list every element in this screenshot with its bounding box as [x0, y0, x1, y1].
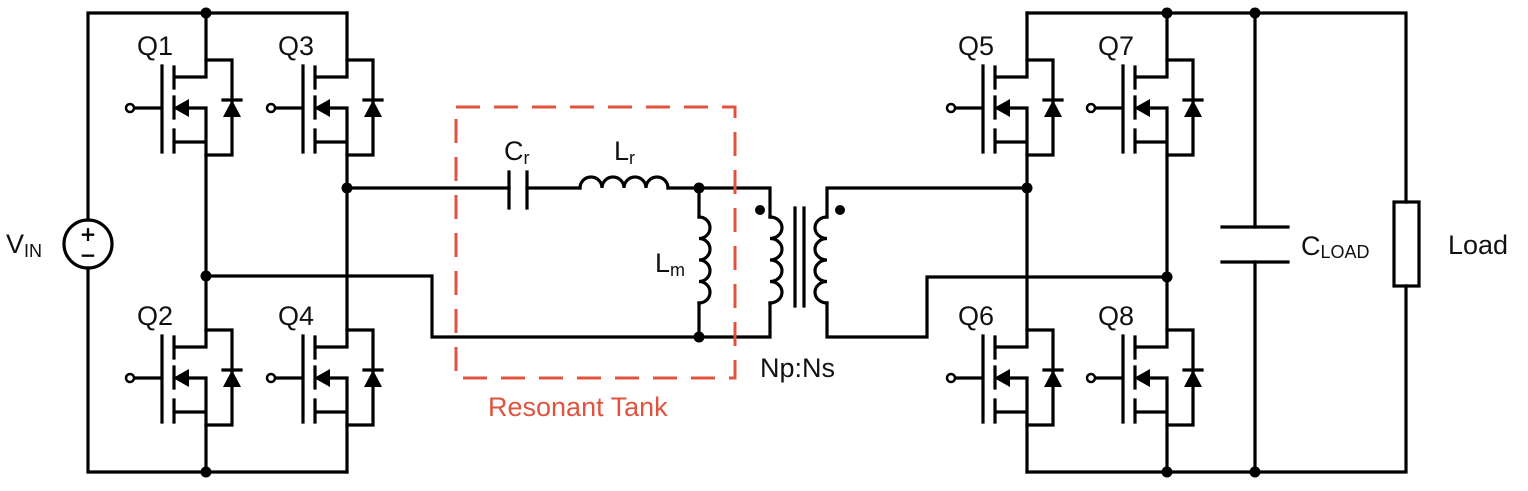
junction-dot [1249, 466, 1261, 478]
tank-input-wire [345, 186, 772, 219]
junction-dot [1249, 7, 1261, 19]
switch-label: Q3 [278, 31, 314, 61]
switch-label: Q7 [1098, 31, 1134, 61]
load-capacitor: CLOAD [1220, 225, 1370, 264]
mosfet-q1: Q1 [124, 31, 243, 157]
minus-sign: − [80, 243, 97, 267]
body-arrow-icon [314, 99, 330, 117]
turns-ratio-label: Np:Ns [760, 353, 835, 383]
body-arrow-icon [1134, 99, 1150, 117]
plus-sign: + [80, 222, 97, 246]
resonant-inductor: Lr [578, 136, 670, 190]
body-diode-icon [1044, 100, 1062, 117]
switch-label: Q1 [137, 31, 173, 61]
voltage-source: + − VIN [6, 218, 114, 270]
mosfet-q4: Q4 [265, 301, 384, 427]
lr-label: Lr [614, 136, 635, 168]
junction-dot [1161, 271, 1173, 283]
body-diode-icon [223, 100, 241, 117]
secondary-winding [813, 215, 829, 305]
resonant-tank-label: Resonant Tank [488, 392, 668, 422]
junction-dot [200, 270, 212, 282]
body-diode-icon [1044, 370, 1062, 387]
gate-terminal [124, 372, 136, 384]
switch-label: Q8 [1098, 301, 1134, 331]
mosfet-q6: Q6 [945, 301, 1064, 427]
body-arrow-icon [994, 369, 1010, 387]
primary-polarity-dot [755, 205, 765, 215]
mosfet-q3: Q3 [265, 31, 384, 157]
left-rail [86, 11, 349, 474]
body-arrow-icon [314, 369, 330, 387]
magnetizing-inductor: Lm [655, 215, 712, 305]
gate-terminal [1085, 372, 1097, 384]
junction-dots [200, 7, 1261, 478]
body-arrow-icon [1134, 369, 1150, 387]
body-diode-icon [364, 100, 382, 117]
junction-dot [1161, 466, 1173, 478]
body-arrow-icon [173, 369, 189, 387]
load-resistor: Load [1392, 200, 1508, 288]
wires [86, 11, 1408, 474]
output-rails [1025, 11, 1408, 474]
secondary-top-wire [825, 186, 1029, 219]
bottom-return-wire [204, 274, 772, 339]
junction-dot [693, 331, 705, 343]
switch-label: Q5 [958, 31, 994, 61]
secondary-bottom-wire [825, 275, 1169, 339]
junction-dot [1021, 182, 1033, 194]
junction-dot [1161, 7, 1173, 19]
transformer-core [793, 206, 806, 308]
switch-label: Q2 [137, 301, 173, 331]
transformer: Np:Ns [755, 205, 845, 383]
voltage-source-circle [62, 218, 114, 270]
junction-dot [200, 466, 212, 478]
mosfet-q2: Q2 [124, 301, 243, 427]
gate-terminal [265, 372, 277, 384]
body-diode-icon [1184, 370, 1202, 387]
body-diode-icon [1184, 100, 1202, 117]
junction-dot [341, 182, 353, 194]
lm-label: Lm [655, 248, 685, 280]
body-diode-icon [364, 370, 382, 387]
gate-terminal [945, 102, 957, 114]
load-label: Load [1448, 230, 1508, 260]
cload-label: CLOAD [1301, 231, 1370, 262]
gate-terminal [1085, 102, 1097, 114]
secondary-polarity-dot [835, 205, 845, 215]
junction-dot [693, 182, 705, 194]
switch-label: Q6 [958, 301, 994, 331]
resonant-tank-box [454, 105, 737, 380]
gate-terminal [124, 102, 136, 114]
vin-label: VIN [6, 229, 42, 261]
body-arrow-icon [173, 99, 189, 117]
switch-label: Q4 [278, 301, 314, 331]
mosfet-q8: Q8 [1085, 301, 1204, 427]
mosfet-q7: Q7 [1085, 31, 1204, 157]
mosfet-q5: Q5 [945, 31, 1064, 157]
cr-label: Cr [504, 136, 530, 168]
resonant-capacitor: Cr [504, 136, 530, 210]
body-arrow-icon [994, 99, 1010, 117]
gate-terminal [945, 372, 957, 384]
junction-dot [200, 7, 212, 19]
body-diode-icon [223, 370, 241, 387]
primary-winding [768, 215, 784, 305]
gate-terminal [265, 102, 277, 114]
